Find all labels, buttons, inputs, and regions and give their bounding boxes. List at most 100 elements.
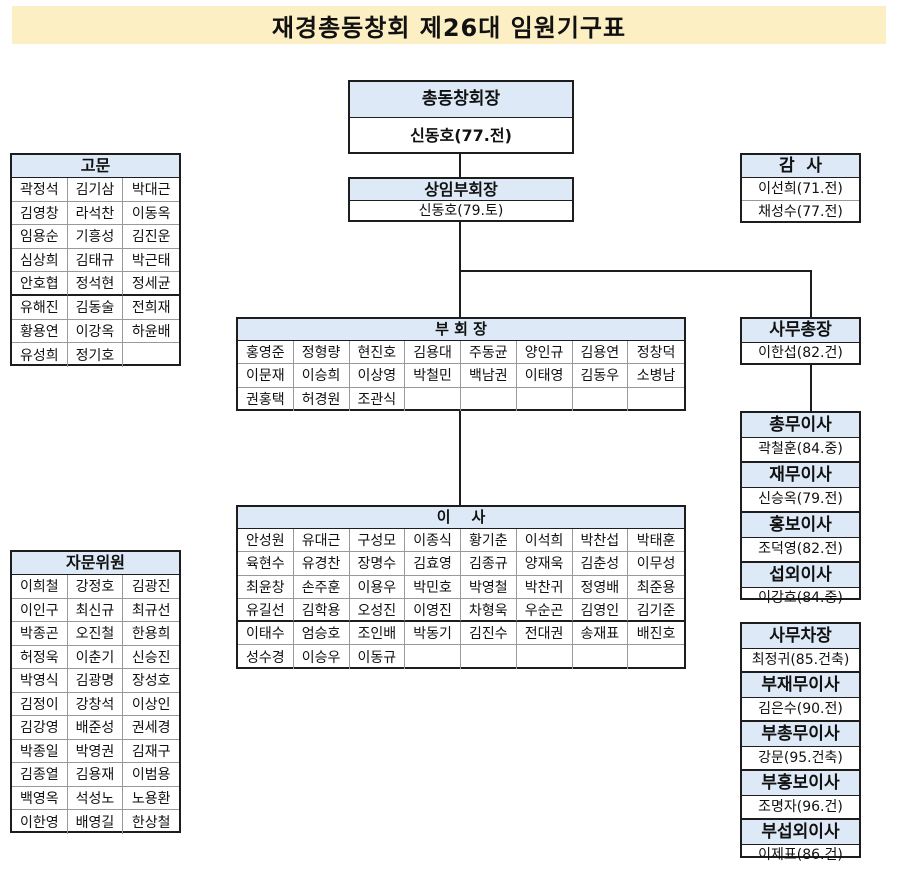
director-name: 성수경 [238,645,294,669]
vice-chairs-label: 부 회 장 [238,319,684,341]
empty-cell [461,645,517,669]
advisor-name: 김태규 [67,248,124,273]
director-name: 차형욱 [461,598,517,623]
empty-cell [573,387,629,411]
director-name: 유대근 [293,529,350,553]
consultants-label: 자문위원 [12,552,179,575]
vice-chair-name: 김동우 [572,364,629,388]
officer-label: 홍보이사 [742,513,859,538]
director-name: 정영배 [572,575,629,599]
auditors-label: 감 사 [742,155,859,178]
advisor-name: 박대근 [123,178,179,202]
secretary-general-box: 사무총장 이한섭(82.건) [740,317,861,365]
consultant-name: 김강영 [12,716,68,740]
consultant-name: 한용희 [123,622,179,646]
empty-cell [405,645,461,669]
director-name: 전대권 [516,622,573,646]
vice-chair-name: 현진호 [349,341,406,365]
consultant-name: 김종열 [12,763,68,787]
director-name: 이종식 [405,529,461,553]
line-branch-to-secretary [810,270,812,318]
deputy-officers-box: 사무차장 최정귀(85.건축) 부재무이사 김은수(90.전) 부총무이사 강문… [740,622,861,863]
officer-name: 이강호(84.중) [758,590,843,606]
advisor-name: 라석찬 [67,201,124,226]
advisor-name: 임용순 [12,225,68,249]
director-name: 장명수 [349,552,406,576]
officers-box: 총무이사 곽철훈(84.중) 재무이사 신승옥(79.전) 홍보이사 조덕영(8… [740,411,861,606]
consultant-name: 강창석 [67,692,124,716]
deputy-officer-name: 이제표(86.건) [758,847,843,863]
advisor-name: 이강옥 [67,319,124,344]
advisors-label: 고문 [12,155,179,178]
director-name: 이동규 [350,645,406,669]
vice-chair-name: 양인규 [516,341,573,365]
vice-president-box: 상임부회장 신동호(79.토) [348,177,574,222]
vice-chair-name: 이상영 [349,364,406,388]
line-president-to-vice [459,154,461,178]
consultant-name: 석성노 [67,786,124,810]
consultant-name: 이범용 [123,763,179,787]
empty-cell [628,645,684,668]
consultant-name: 한상철 [131,814,171,831]
consultant-name: 배영길 [68,810,124,834]
deputy-officer-name: 최정귀(85.건축) [742,649,859,673]
vice-president-label: 상임부회장 [350,179,572,201]
director-name: 김종규 [461,552,517,576]
page-title: 재경총동창회 제26대 임원기구표 [12,6,886,44]
advisor-name: 김동술 [67,295,124,320]
director-name: 박민호 [405,575,461,599]
secretary-general-label: 사무총장 [742,319,859,343]
vice-chair-name: 박철민 [405,364,461,388]
vice-chair-name: 정형량 [293,341,350,365]
consultant-name: 김광명 [67,669,124,693]
consultant-name: 오진철 [67,622,124,646]
consultant-name: 박영권 [67,739,124,763]
advisor-name: 유성희 [12,343,68,367]
consultant-name: 김재구 [123,740,179,763]
director-name: 김진수 [461,622,517,646]
consultant-name: 최규선 [123,599,179,622]
advisor-name: 하윤배 [123,320,179,344]
consultant-name: 강정호 [67,575,124,599]
director-name: 이태수 [238,622,294,646]
empty-cell [123,343,179,367]
director-name: 이무성 [628,552,684,576]
secretary-general-name: 이한섭(82.건) [758,345,843,361]
officer-label: 재무이사 [742,463,859,488]
officer-name: 조덕영(82.전) [742,538,859,563]
vice-chair-name: 조관식 [350,387,406,411]
advisor-name: 이동옥 [123,202,179,226]
officer-label: 총무이사 [742,413,859,438]
consultant-name: 김정이 [12,692,68,716]
advisor-name: 안호협 [12,272,68,296]
consultant-name: 이희철 [12,575,68,599]
consultant-name: 신승진 [123,646,179,669]
deputy-officer-label: 부총무이사 [742,722,859,747]
vice-chair-name: 이승희 [293,364,350,388]
vice-chair-name: 이태영 [516,364,573,388]
consultant-name: 김용재 [67,763,124,787]
vice-chair-name: 소병남 [628,364,684,388]
auditor-name: 채성수(77.전) [758,204,843,220]
vice-chair-name: 김용대 [405,341,461,365]
director-name: 황기춘 [461,529,517,553]
officer-name: 곽철훈(84.중) [742,438,859,463]
deputy-officer-label: 부재무이사 [742,673,859,698]
deputy-officer-name: 강문(95.건축) [742,747,859,771]
director-name: 이승우 [294,645,350,669]
director-name: 안성원 [238,529,294,553]
director-name: 구성모 [349,529,406,553]
director-name: 손주훈 [293,575,350,599]
vice-chair-name: 권홍택 [238,387,294,411]
officer-name: 신승옥(79.전) [742,488,859,513]
deputy-officer-label: 부홍보이사 [742,771,859,796]
consultant-name: 권세경 [123,716,179,740]
advisor-name: 정기호 [68,343,124,367]
advisor-name: 박근태 [123,249,179,273]
consultant-name: 박종일 [12,739,68,763]
